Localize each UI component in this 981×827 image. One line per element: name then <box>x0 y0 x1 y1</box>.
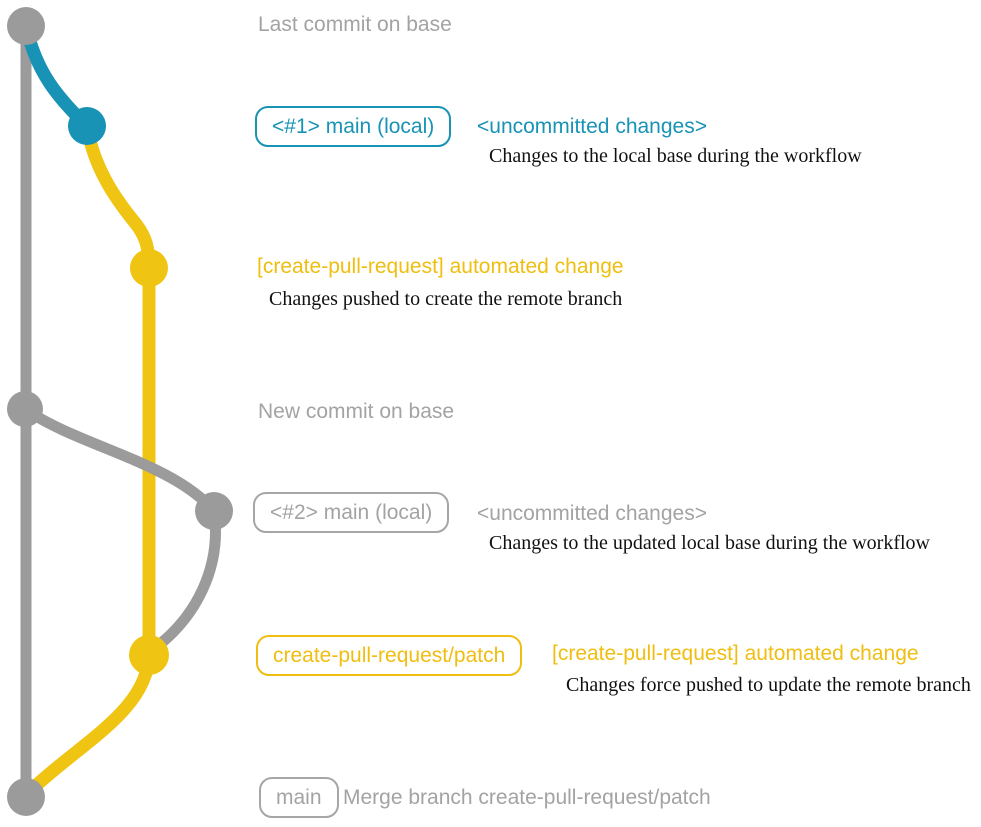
commit-node-last-commit-on-base <box>7 7 45 45</box>
commit-node-merge-commit <box>7 778 45 816</box>
git-graph <box>7 7 233 816</box>
uncommitted-changes-desc-2: Changes to the updated local base during… <box>489 532 930 554</box>
branch-pill-create-pull-request-patch: create-pull-request/patch <box>256 635 523 676</box>
uncommitted-changes-desc-1: Changes to the local base during the wor… <box>489 145 862 167</box>
commit-node-new-commit-on-base <box>7 391 43 427</box>
uncommitted-changes-note-2: <uncommitted changes> <box>477 502 707 525</box>
merge-commit-message: Merge branch create-pull-request/patch <box>343 786 711 809</box>
commit-node-automated-change-1 <box>130 249 168 287</box>
automated-change-desc-2: Changes force pushed to update the remot… <box>566 674 971 696</box>
automated-change-heading-2: [create-pull-request] automated change <box>552 642 919 665</box>
commit-node-automated-change-2 <box>129 635 169 675</box>
commit-node-main-local-2 <box>195 492 233 530</box>
automated-change-heading-1: [create-pull-request] automated change <box>257 255 624 278</box>
branch-pill-main: main <box>259 777 339 818</box>
last-commit-on-base-label: Last commit on base <box>258 13 452 36</box>
main-local-2-branch-line <box>19 403 221 657</box>
automated-change-desc-1: Changes pushed to create the remote bran… <box>269 288 623 310</box>
branch-pill-main-local-1: <#1> main (local) <box>255 106 452 147</box>
uncommitted-changes-note-1: <uncommitted changes> <box>477 115 707 138</box>
branch-pill-main-local-2: <#2> main (local) <box>253 492 450 533</box>
new-commit-on-base-label: New commit on base <box>258 400 455 423</box>
commit-node-main-local-1 <box>68 107 106 145</box>
